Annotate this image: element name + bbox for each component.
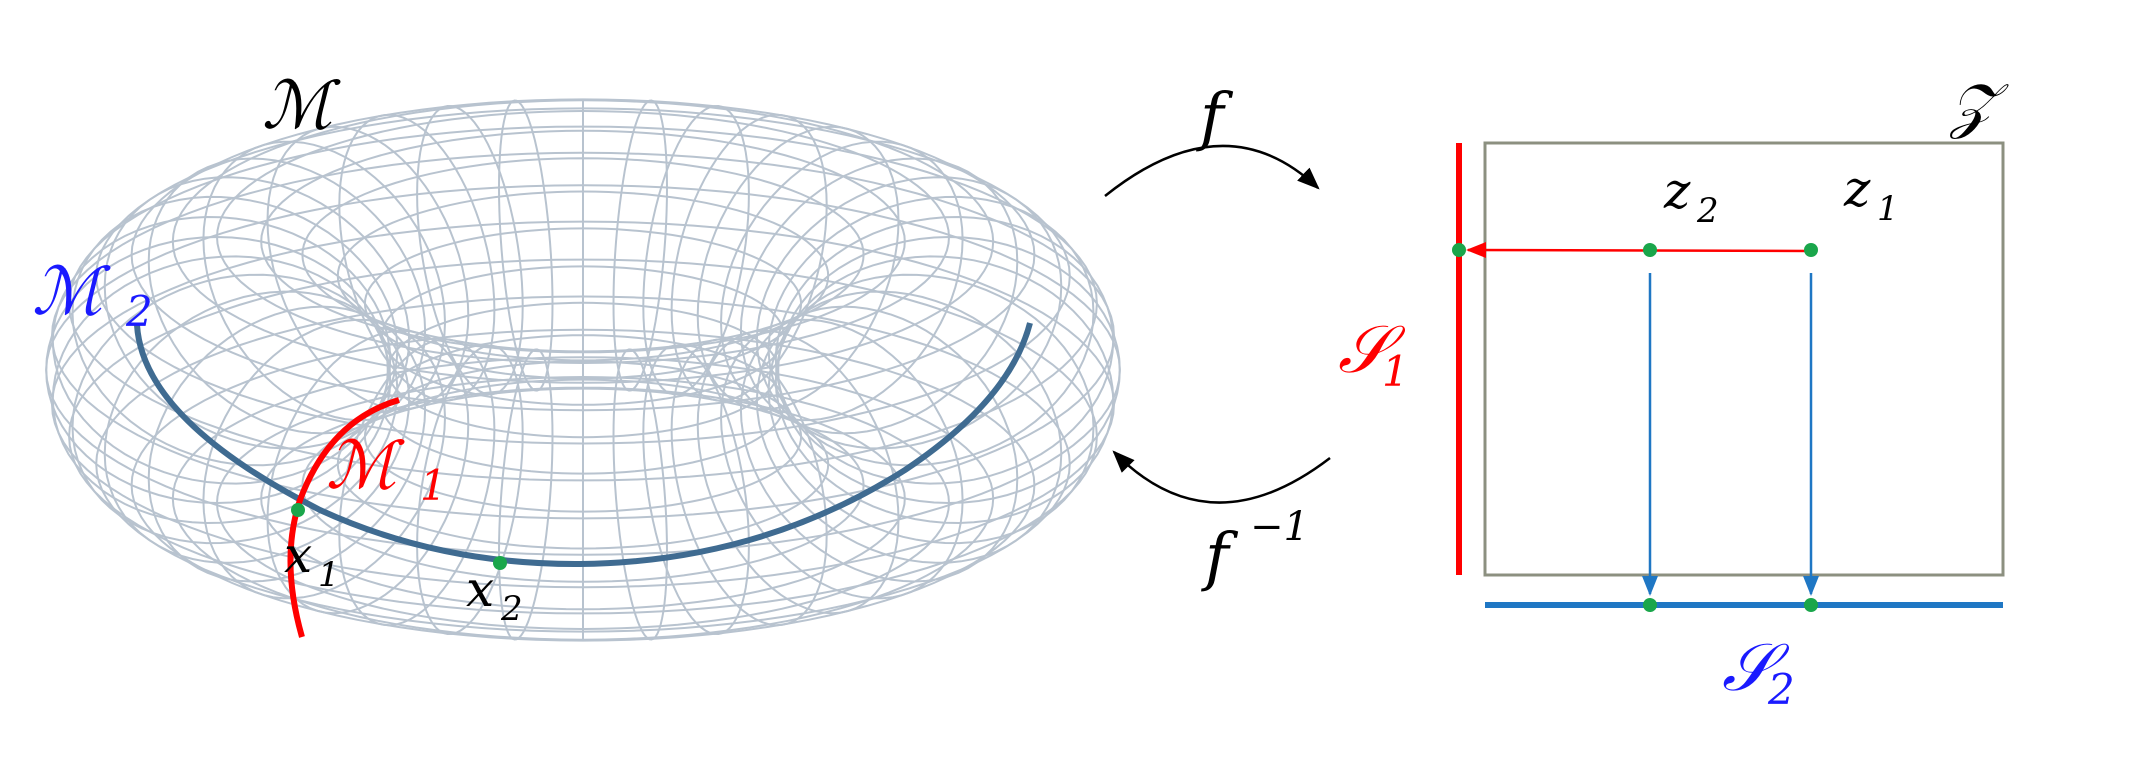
label-manifold-m2: ℳ 2 <box>32 253 153 336</box>
svg-text:1: 1 <box>420 461 447 510</box>
svg-text:ℳ: ℳ <box>32 253 111 330</box>
torus-parallel-line <box>336 378 830 550</box>
svg-text:ℳ: ℳ <box>326 427 405 504</box>
torus-parallel-line <box>171 356 995 641</box>
torus-parallel-line <box>95 107 1071 445</box>
point-z1 <box>1804 243 1818 257</box>
label-s2: 𝒮 2 <box>1722 629 1795 714</box>
svg-text:1: 1 <box>1382 347 1409 396</box>
arrow-f <box>1104 144 1320 197</box>
latent-space-box <box>1483 141 2005 577</box>
svg-text:f: f <box>1201 520 1239 594</box>
label-s1: 𝒮 1 <box>1338 311 1409 396</box>
torus-parallel-line <box>130 98 1036 412</box>
point-x1 <box>291 503 305 517</box>
svg-text:x: x <box>284 526 312 584</box>
svg-text:z: z <box>1843 160 1871 218</box>
point-x2 <box>493 556 507 570</box>
torus-parallel-line <box>95 295 1071 633</box>
label-latent-space: 𝒵 <box>1948 71 2009 141</box>
label-z1: z 1 <box>1843 160 1899 229</box>
label-f: f <box>1196 80 1234 154</box>
torus-parallel-line <box>45 184 1121 556</box>
label-manifold-m1: ℳ 1 <box>326 427 447 510</box>
torus-parallel-line <box>363 360 803 513</box>
torus-parallel-line <box>301 387 865 583</box>
svg-text:2: 2 <box>1767 665 1795 714</box>
svg-text:1: 1 <box>1877 189 1899 229</box>
label-x2: x 2 <box>466 560 523 629</box>
point-s2-projection-z2 <box>1643 598 1657 612</box>
svg-text:2: 2 <box>1696 191 1719 231</box>
point-s1-projection <box>1452 243 1466 257</box>
svg-text:1: 1 <box>318 555 340 595</box>
torus-meridian-line <box>777 235 1121 505</box>
torus-manifold <box>45 98 1121 642</box>
torus-parallel-line <box>68 258 1098 615</box>
torus-parallel-line <box>130 328 1036 642</box>
torus-wireframe-mesh <box>45 98 1121 642</box>
torus-parallel-line <box>386 301 780 439</box>
torus-parallel-line <box>215 375 950 631</box>
svg-text:2: 2 <box>125 287 153 336</box>
torus-parallel-line <box>171 99 995 384</box>
svg-text:−1: −1 <box>1250 504 1309 550</box>
arrow-f-inverse <box>1112 450 1331 504</box>
label-manifold: ℳ <box>262 67 341 144</box>
svg-text:2: 2 <box>500 589 523 629</box>
torus-parallel-line <box>50 220 1115 589</box>
svg-text:x: x <box>466 560 494 618</box>
point-z2 <box>1643 243 1657 257</box>
svg-text:z: z <box>1663 162 1691 220</box>
label-z2: z 2 <box>1663 162 1719 231</box>
manifold-m2-curve <box>134 322 1033 568</box>
label-f-inverse: f −1 <box>1201 504 1309 594</box>
torus-parallel-line <box>68 125 1098 482</box>
torus-parallel-line <box>260 129 906 354</box>
projection-arrow-to-s1 <box>1466 242 1812 259</box>
torus-parallel-line <box>50 151 1115 520</box>
manifold-m1-curve <box>287 397 400 638</box>
label-x1: x 1 <box>284 526 340 595</box>
torus-parallel-line <box>260 386 906 611</box>
point-s2-projection-z1 <box>1804 598 1818 612</box>
torus-parallel-line <box>363 227 803 380</box>
